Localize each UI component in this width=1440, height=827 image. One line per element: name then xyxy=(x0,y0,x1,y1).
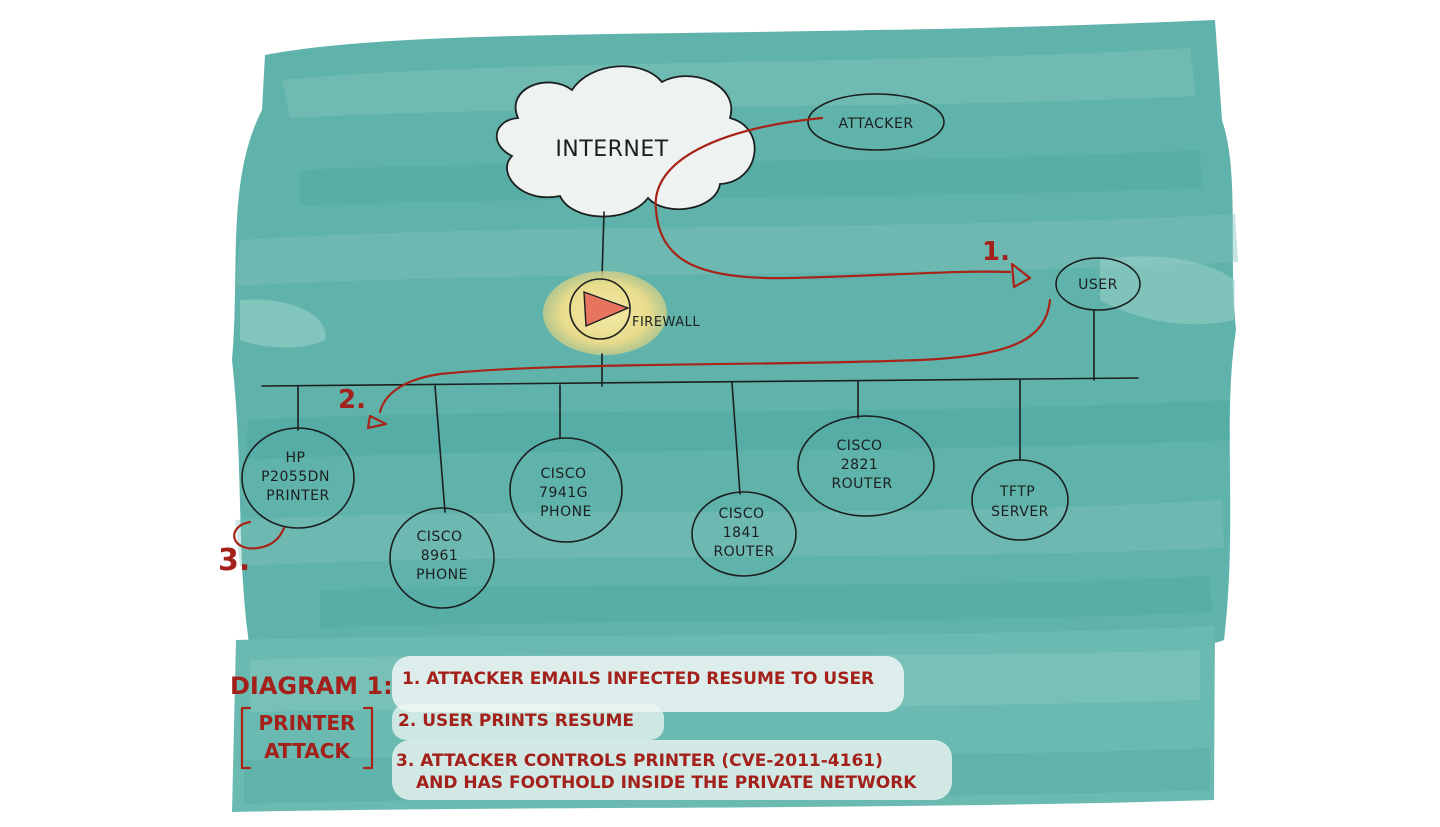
phone-8961-label: CISCO 8961 PHONE xyxy=(416,529,468,583)
firewall-node: FIREWALL xyxy=(543,271,700,355)
router-2821-label-line1: CISCO xyxy=(836,438,882,454)
internet-node: INTERNET xyxy=(495,65,756,218)
router-1841-drop xyxy=(731,382,741,495)
printer-label-line3: PRINTER xyxy=(266,488,329,504)
attack-path-2 xyxy=(378,298,1052,414)
legend: DIAGRAM 1: PRINTER ATTACK 1. ATTACKER EM… xyxy=(230,656,952,800)
internet-label: INTERNET xyxy=(555,137,668,162)
router-1841-label-line2: 1841 xyxy=(723,525,761,541)
attack-arrow-1 xyxy=(1010,262,1032,289)
firewall-label: FIREWALL xyxy=(632,315,700,330)
router-2821-label: CISCO 2821 ROUTER xyxy=(831,438,892,492)
router-2821-node: CISCO 2821 ROUTER xyxy=(797,415,935,517)
legend-title: DIAGRAM 1: xyxy=(230,672,393,700)
tftp-label-line2: SERVER xyxy=(991,504,1049,520)
router-1841-label-line1: CISCO xyxy=(718,506,764,522)
legend-item-2: 2. USER PRINTS RESUME xyxy=(398,711,634,731)
phone-8961-label-line1: CISCO xyxy=(416,529,462,545)
router-1841-label-line3: ROUTER xyxy=(713,544,774,560)
legend-item-1: 1. ATTACKER EMAILS INFECTED RESUME TO US… xyxy=(402,669,874,689)
attacker-label: ATTACKER xyxy=(838,116,913,132)
attacker-node: ATTACKER xyxy=(807,93,945,151)
printer-label-line2: P2055DN xyxy=(261,469,330,485)
attack-path-1 xyxy=(654,116,1012,280)
user-node: USER xyxy=(1055,257,1141,311)
printer-label-line1: HP xyxy=(286,450,306,466)
legend-item-3-line2: AND HAS FOOTHOLD INSIDE THE PRIVATE NETW… xyxy=(416,773,917,793)
phone-8961-label-line2: 8961 xyxy=(421,548,459,564)
tftp-label-line1: TFTP xyxy=(999,484,1035,500)
phone-7941-label-line3: PHONE xyxy=(540,504,592,520)
legend-item-3-line1: 3. ATTACKER CONTROLS PRINTER (CVE-2011-4… xyxy=(396,751,883,771)
phone-7941-label-line1: CISCO xyxy=(540,466,586,482)
printer-node: HP P2055DN PRINTER xyxy=(241,427,355,529)
legend-subtitle-line1: PRINTER xyxy=(259,711,356,735)
tftp-node: TFTP SERVER xyxy=(971,459,1069,541)
legend-subtitle-line2: ATTACK xyxy=(264,739,351,763)
internet-firewall-link xyxy=(601,211,605,279)
step-1-label: 1. xyxy=(982,237,1010,267)
legend-item-1-highlight xyxy=(392,656,904,712)
router-2821-label-line2: 2821 xyxy=(841,457,879,473)
phone-7941-label: CISCO 7941G PHONE xyxy=(539,466,593,520)
step-2-label: 2. xyxy=(338,385,366,415)
router-1841-label: CISCO 1841 ROUTER xyxy=(713,506,774,560)
tftp-label: TFTP SERVER xyxy=(991,484,1049,520)
phone-7941-node: CISCO 7941G PHONE xyxy=(509,437,623,543)
router-2821-label-line3: ROUTER xyxy=(831,476,892,492)
step-3-label: 3. xyxy=(218,543,250,578)
legend-bracket xyxy=(240,706,374,770)
phone-8961-node: CISCO 8961 PHONE xyxy=(389,507,495,609)
phone-8961-drop xyxy=(434,385,446,513)
network-bus xyxy=(261,377,1139,387)
attack-path-3 xyxy=(233,520,286,550)
legend-item-2-highlight xyxy=(392,704,664,740)
phone-8961-label-line3: PHONE xyxy=(416,567,468,583)
router-1841-node: CISCO 1841 ROUTER xyxy=(691,491,797,577)
attack-arrow-2 xyxy=(366,414,388,430)
printer-label: HP P2055DN PRINTER xyxy=(261,450,335,504)
firewall-icon xyxy=(583,290,630,328)
legend-item-3-highlight xyxy=(392,740,952,800)
user-label: USER xyxy=(1078,277,1118,293)
phone-7941-label-line2: 7941G xyxy=(539,485,588,501)
